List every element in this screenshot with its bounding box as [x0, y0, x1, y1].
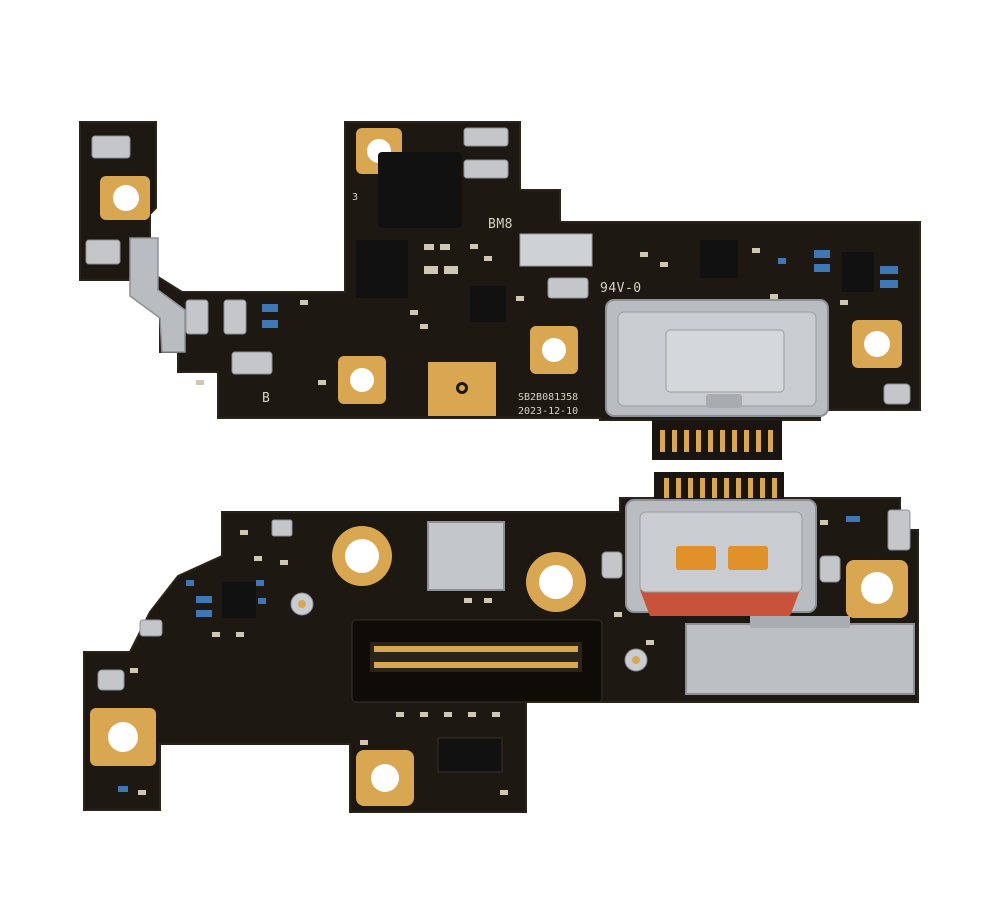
mount-hole-lower-left: [338, 356, 386, 404]
mount-hole-bottom-2: [526, 552, 586, 612]
ic-chip-bottom-left: [222, 582, 256, 618]
ic-chip-far-right: [842, 252, 874, 292]
mount-hole-bottom-right: [846, 560, 908, 618]
usb-c-orange-pad-left: [676, 546, 716, 570]
board-to-board-connector: [351, 619, 603, 703]
mount-hole-bottom-center: [356, 750, 414, 806]
mount-hole-right: [852, 320, 902, 368]
ic-chip-right: [700, 240, 738, 278]
usb-c-pins-top: [652, 420, 782, 460]
bottom-pcb-board: [83, 472, 919, 813]
ic-chip-left: [356, 240, 408, 298]
ic-chip-square-top: [378, 152, 462, 228]
label-mark-three: 3: [352, 192, 358, 203]
gold-test-pad: [428, 362, 496, 416]
blue-capacitors-top: [262, 250, 898, 328]
steel-shield-small: [519, 233, 593, 267]
label-rating: 94V-0: [600, 281, 642, 296]
top-pcb-board: BM8 94V-0 SB2B081358 2023-12-10 3 B: [79, 121, 921, 460]
ic-chip-bottom-small: [437, 737, 503, 773]
mount-hole-bottom-1: [332, 526, 392, 586]
blue-capacitors-bottom: [118, 516, 860, 792]
label-serial: SB2B081358: [518, 392, 578, 403]
smd-components-bottom: [130, 520, 828, 795]
steel-shield-large: [685, 616, 915, 695]
usb-c-port-top: [605, 299, 829, 460]
antenna-clip-group: [85, 127, 911, 405]
steel-shield-square: [427, 521, 505, 591]
usb-c-port-bottom: [625, 472, 817, 616]
label-date: 2023-12-10: [518, 406, 578, 417]
coax-connector-left: [290, 592, 314, 616]
label-mark-logo: B: [262, 391, 270, 406]
ic-chip-center: [470, 286, 506, 322]
clips-bottom: [97, 509, 911, 691]
coax-connector-right: [624, 648, 648, 672]
mount-hole-top-left: [100, 176, 150, 220]
usb-c-orange-pad-right: [728, 546, 768, 570]
steel-bracket-left: [129, 237, 186, 353]
mount-hole-bottom-left: [90, 708, 156, 766]
mount-hole-center: [530, 326, 578, 374]
smd-components-top: [196, 244, 848, 385]
label-model: BM8: [488, 217, 513, 232]
